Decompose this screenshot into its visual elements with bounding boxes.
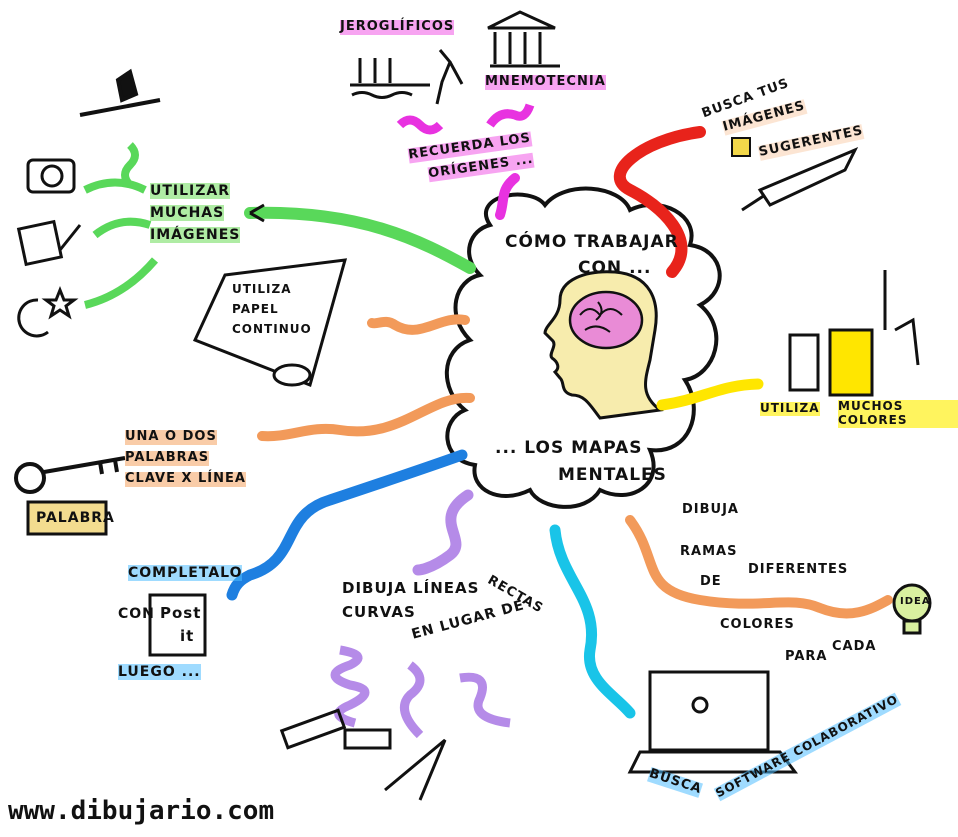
plus-icon xyxy=(731,137,751,157)
green-squiggle-2 xyxy=(83,178,147,194)
center-title-top2: CON ... xyxy=(578,258,652,278)
magenta-squiggle-2 xyxy=(486,103,535,128)
ramas-label-3: DE xyxy=(700,574,722,589)
rocket-icon xyxy=(741,147,859,212)
colors-label-1: UTILIZA xyxy=(760,401,820,416)
moon-star-icon xyxy=(17,285,79,338)
images-label-2: MUCHAS xyxy=(150,205,225,222)
green-squiggle-4 xyxy=(83,257,159,309)
compass-icon xyxy=(384,738,447,801)
mnemonics-label: MNEMOTECNIA xyxy=(485,74,606,90)
brain-folds xyxy=(579,301,623,333)
witch-icon xyxy=(79,68,161,117)
branch-lavender xyxy=(412,489,474,576)
branch-orange-keywords xyxy=(257,392,475,442)
green-squiggle-1 xyxy=(121,142,139,188)
hieroglyph-icon xyxy=(350,49,464,105)
temple-icon xyxy=(487,10,560,68)
ramas-label-2: RAMAS xyxy=(680,544,738,559)
ramas-label-1: DIBUJA xyxy=(682,502,739,517)
branch-cyan xyxy=(549,524,636,719)
branch-magenta xyxy=(495,173,520,220)
idea-label: IDEA xyxy=(900,596,931,607)
ramas-label-5: COLORES xyxy=(720,617,795,632)
keywords-label-1: UNA O DOS xyxy=(125,429,217,445)
ramas-label-7: CADA xyxy=(832,639,877,654)
branch-blue xyxy=(226,449,468,601)
branch-orange-ramas xyxy=(625,515,893,619)
center-title-bottom2: MENTALES xyxy=(558,465,667,485)
curves-label-2: CURVAS xyxy=(342,603,416,621)
camera-icon xyxy=(26,158,76,194)
keywords-label-2: PALABRAS xyxy=(125,450,210,466)
ramas-label-4: DIFERENTES xyxy=(748,562,849,577)
lavender-spring-icon xyxy=(330,645,370,728)
postit-label-1: COMPLETALO xyxy=(128,565,243,582)
postit-label-2: CON xyxy=(118,606,155,622)
branch-red xyxy=(613,126,706,278)
lavender-wave-icon xyxy=(399,661,425,739)
lightbulb-icon xyxy=(892,583,932,635)
postit-note xyxy=(148,593,207,657)
picture-icon xyxy=(16,219,82,267)
paper-label-3: CONTINUO xyxy=(232,322,312,336)
images-label-3: IMÁGENES xyxy=(150,227,241,244)
hieroglyphs-label: JEROGLÍFICOS xyxy=(340,19,455,35)
lavender-zigzag-icon xyxy=(459,672,511,728)
branch-yellow xyxy=(656,378,764,411)
paper-label-1: UTILIZA xyxy=(232,282,292,296)
postit-note-line1: Post xyxy=(160,604,202,622)
paint-tools-icon xyxy=(788,270,920,397)
postit-label-3: LUEGO ... xyxy=(118,664,201,681)
branch-green xyxy=(244,206,476,274)
center-title-bottom1: ... LOS MAPAS xyxy=(495,438,643,458)
magenta-squiggle-1 xyxy=(396,115,444,135)
images-label-1: UTILIZAR xyxy=(150,183,231,200)
branch-orange-paper xyxy=(367,314,470,335)
keywords-label-3: CLAVE X LÍNEA xyxy=(125,471,246,487)
key-icon xyxy=(14,456,126,494)
key-tag-label: PALABRA xyxy=(36,510,115,526)
curves-label-1: DIBUJA LÍNEAS xyxy=(342,579,480,597)
scroll-paper-icon xyxy=(192,258,348,388)
colors-label-2: MUCHOS COLORES xyxy=(838,399,958,428)
footer-url[interactable]: www.dibujario.com xyxy=(8,796,275,826)
scissors-ruler-icon xyxy=(279,708,392,750)
ramas-label-6: PARA xyxy=(785,649,828,664)
paper-label-2: PAPEL xyxy=(232,302,279,316)
key-tag-box xyxy=(26,500,108,536)
arrow-head-green xyxy=(249,203,265,223)
green-squiggle-3 xyxy=(92,217,152,239)
brain-icon xyxy=(568,290,644,350)
laptop-icon xyxy=(627,670,798,774)
postit-note-line2: it xyxy=(180,627,195,645)
center-title-top: CÓMO TRABAJAR xyxy=(505,232,679,252)
